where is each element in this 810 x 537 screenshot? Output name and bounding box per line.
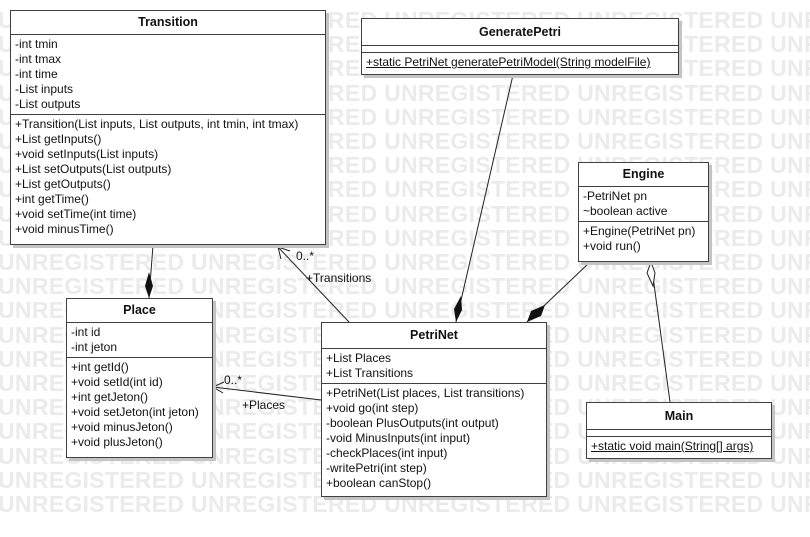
attribute: -int tmin bbox=[15, 37, 58, 51]
watermark-row: UNREGISTERED UNREGISTERED UNREGISTERED U… bbox=[0, 273, 810, 300]
class-name: PetriNet bbox=[322, 323, 546, 349]
operations-section: +static PetriNet generatePetriModel(Stri… bbox=[362, 53, 678, 72]
aggregation-line-main-engine bbox=[650, 261, 671, 403]
operation: -writePetri(int step) bbox=[326, 461, 427, 475]
attribute: -int time bbox=[15, 67, 58, 81]
operations-section: +int getId() +void setId(int id) +int ge… bbox=[67, 358, 212, 452]
attributes-section: -int tmin -int tmax -int time -List inpu… bbox=[11, 35, 325, 115]
attribute: -PetriNet pn bbox=[583, 189, 648, 203]
attributes-section: -PetriNet pn ~boolean active bbox=[579, 187, 708, 222]
operation: +void plusJeton() bbox=[71, 435, 163, 449]
attributes-section bbox=[587, 430, 771, 437]
operation: +Engine(PetriNet pn) bbox=[583, 224, 696, 238]
attributes-section bbox=[362, 46, 678, 53]
operation: +int getId() bbox=[71, 360, 129, 374]
operations-section: +static void main(String[] args) bbox=[587, 437, 771, 456]
aggregation-diamond-engine bbox=[646, 260, 656, 288]
attribute: +List Places bbox=[326, 351, 392, 365]
attribute: -int id bbox=[71, 325, 101, 339]
composition-diamond-place bbox=[145, 272, 153, 298]
role-transitions: +Transitions bbox=[306, 271, 372, 285]
association-arrow-transitions bbox=[277, 246, 291, 260]
class-name: GeneratePetri bbox=[362, 19, 678, 46]
operation: +void setId(int id) bbox=[71, 375, 163, 389]
composition-diamond-generatepetri bbox=[454, 296, 462, 322]
attribute: -List inputs bbox=[15, 82, 74, 96]
class-petrinet[interactable]: PetriNet +List Places +List Transitions … bbox=[321, 322, 547, 497]
class-place[interactable]: Place -int id -int jeton +int getId() +v… bbox=[66, 298, 213, 458]
operation: +void run() bbox=[583, 239, 641, 253]
operation: +int getTime() bbox=[15, 192, 89, 206]
class-name: Transition bbox=[11, 11, 325, 35]
operation: -boolean PlusOutputs(int output) bbox=[326, 416, 499, 430]
class-main[interactable]: Main +static void main(String[] args) bbox=[586, 402, 772, 459]
attribute: -List outputs bbox=[15, 97, 81, 111]
association-arrow-places bbox=[211, 381, 225, 394]
role-places: +Places bbox=[242, 398, 286, 412]
operation: +Transition(List inputs, List outputs, i… bbox=[15, 117, 299, 131]
operation: +void setJeton(int jeton) bbox=[71, 405, 199, 419]
multiplicity-places: 0..* bbox=[224, 373, 243, 387]
class-name: Engine bbox=[579, 163, 708, 187]
operation: -void MinusInputs(int input) bbox=[326, 431, 471, 445]
operation: +boolean canStop() bbox=[326, 476, 432, 490]
operation: +void setTime(int time) bbox=[15, 207, 137, 221]
class-name: Main bbox=[587, 403, 771, 430]
class-generatepetri[interactable]: GeneratePetri +static PetriNet generateP… bbox=[361, 18, 679, 75]
operation: +static PetriNet generatePetriModel(Stri… bbox=[366, 55, 651, 69]
operation: +static void main(String[] args) bbox=[591, 439, 754, 453]
operation: +List getOutputs() bbox=[15, 177, 111, 191]
operations-section: +PetriNet(List places, List transitions)… bbox=[322, 384, 546, 493]
attribute: +List Transitions bbox=[326, 366, 414, 380]
class-engine[interactable]: Engine -PetriNet pn ~boolean active +Eng… bbox=[578, 162, 709, 262]
operation: +void minusTime() bbox=[15, 222, 114, 236]
attribute: -int jeton bbox=[71, 340, 118, 354]
attribute: ~boolean active bbox=[583, 204, 668, 218]
composition-line-generatepetri bbox=[455, 74, 514, 323]
attributes-section: -int id -int jeton bbox=[67, 323, 212, 358]
composition-diamond-engine bbox=[527, 305, 545, 322]
multiplicity-transitions: 0..* bbox=[296, 249, 315, 263]
operation: +int getJeton() bbox=[71, 390, 149, 404]
class-transition[interactable]: Transition -int tmin -int tmax -int time… bbox=[10, 10, 326, 245]
attribute: -int tmax bbox=[15, 52, 62, 66]
operations-section: +Engine(PetriNet pn) +void run() bbox=[579, 222, 708, 256]
attributes-section: +List Places +List Transitions bbox=[322, 349, 546, 384]
operation: +PetriNet(List places, List transitions) bbox=[326, 386, 525, 400]
operation: -checkPlaces(int input) bbox=[326, 446, 448, 460]
association-line-transitions bbox=[277, 246, 350, 323]
operations-section: +Transition(List inputs, List outputs, i… bbox=[11, 115, 325, 239]
operation: +void minusJeton() bbox=[71, 420, 173, 434]
association-line-places bbox=[212, 386, 322, 401]
operation: +List setOutputs(List outputs) bbox=[15, 162, 172, 176]
class-name: Place bbox=[67, 299, 212, 323]
operation: +void setInputs(List inputs) bbox=[15, 147, 159, 161]
operation: +void go(int step) bbox=[326, 401, 419, 415]
operation: +List getInputs() bbox=[15, 132, 102, 146]
